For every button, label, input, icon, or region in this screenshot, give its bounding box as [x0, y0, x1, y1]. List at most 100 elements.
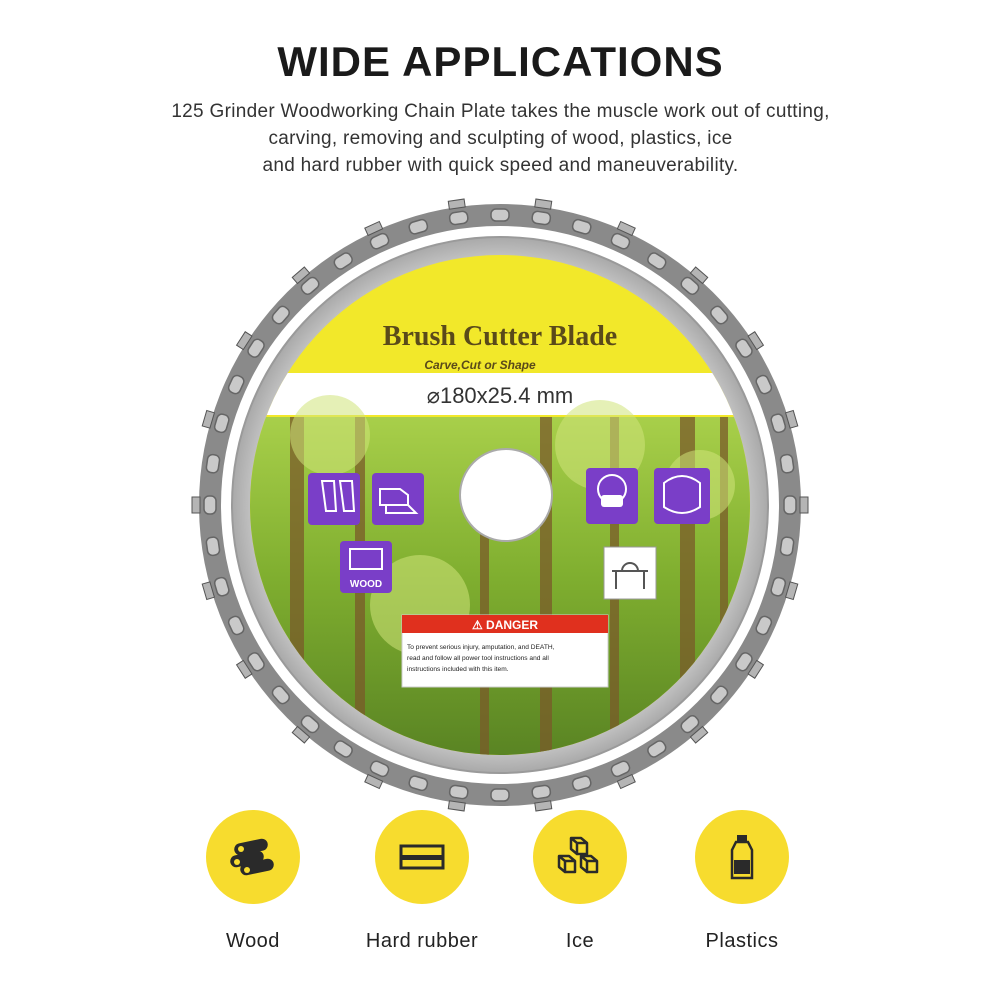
chain-tooth	[534, 800, 553, 812]
chain-link	[271, 305, 290, 325]
chain-tooth	[616, 773, 636, 790]
chain-link	[779, 453, 795, 474]
blade-title: Brush Cutter Blade	[383, 321, 617, 352]
chain-tooth	[747, 331, 765, 351]
description-line: carving, removing and sculpting of wood,…	[268, 128, 733, 149]
chain-tooth	[447, 198, 466, 210]
application-hard-rubber: Hard rubber	[357, 810, 487, 953]
chain-link	[531, 784, 552, 800]
chain-tooth	[191, 496, 201, 514]
description-line: 125 Grinder Woodworking Chain Plate take…	[171, 101, 830, 122]
danger-label: ⚠ DANGER To prevent serious injury, ampu…	[401, 614, 609, 688]
danger-title: ⚠ DANGER	[472, 618, 538, 632]
chain-link	[408, 218, 429, 235]
chain-link	[783, 495, 797, 515]
chain-tooth	[291, 266, 311, 285]
chain-link	[571, 775, 592, 792]
chain-tooth	[447, 800, 466, 812]
chain-link	[531, 210, 552, 226]
chain-tooth	[689, 266, 709, 285]
chain-link	[227, 615, 245, 636]
chain-link	[647, 740, 667, 758]
chain-link	[770, 413, 787, 434]
chain-link	[333, 740, 353, 758]
chain-link	[490, 208, 510, 222]
chain-link	[369, 232, 390, 250]
chain-link	[770, 576, 787, 597]
chain-tooth	[747, 659, 765, 679]
application-label: Wood	[226, 930, 280, 952]
table-saw-icon	[603, 546, 657, 600]
chain-tooth	[291, 725, 311, 744]
chain-link	[779, 536, 795, 557]
chain-link	[213, 576, 230, 597]
chain-link	[755, 374, 773, 395]
blade-image: Brush Cutter Blade Carve,Cut or Shape ⌀1…	[180, 185, 820, 825]
center-hole	[459, 448, 553, 542]
danger-text-line: instructions included with this item.	[407, 666, 509, 673]
chain-link	[227, 374, 245, 395]
chain-tooth	[201, 409, 216, 429]
chain-link	[710, 685, 729, 705]
description: 125 Grinder Woodworking Chain Plate take…	[60, 98, 941, 179]
chain-link	[369, 760, 390, 778]
description-line: and hard rubber with quick speed and man…	[262, 155, 739, 176]
blade-size: ⌀180x25.4 mm	[427, 383, 574, 408]
face-shield-icon	[654, 468, 710, 524]
chain-tooth	[201, 581, 216, 601]
chain-link	[755, 615, 773, 636]
chain-link	[571, 218, 592, 235]
chain-tooth	[784, 409, 799, 429]
chain-link	[448, 784, 469, 800]
chain-link	[680, 715, 700, 734]
chain-link	[213, 413, 230, 434]
wood-badge-icon: WOOD	[340, 541, 392, 593]
chain-link	[300, 715, 320, 734]
chain-link	[408, 775, 429, 792]
chain-tooth	[235, 659, 253, 679]
chain-link	[735, 652, 753, 672]
danger-text-line: To prevent serious injury, amputation, a…	[407, 644, 555, 651]
blade-subtitle: Carve,Cut or Shape	[424, 358, 536, 372]
hard-rubber-circle	[375, 810, 469, 904]
logs-icon	[230, 838, 274, 876]
wood-circle	[206, 810, 300, 904]
application-plastics: Plastics	[677, 810, 807, 953]
plastics-circle	[695, 810, 789, 904]
brush-cutter-blade: Brush Cutter Blade Carve,Cut or Shape ⌀1…	[191, 198, 809, 812]
chain-tooth	[784, 581, 799, 601]
applications-row: Wood Hard rubber Ice	[0, 810, 1001, 970]
danger-text-line: read and follow all power tool instructi…	[407, 655, 549, 662]
chain-link	[247, 338, 265, 358]
application-label: Hard rubber	[365, 930, 479, 952]
chain-link	[205, 453, 221, 474]
chain-link	[203, 495, 217, 515]
chain-link	[300, 276, 320, 295]
gloves-icon	[372, 473, 424, 525]
chain-tooth	[616, 220, 636, 237]
rubber-sheet-icon	[399, 844, 445, 870]
wood-badge-label: WOOD	[350, 579, 382, 590]
chain-link	[205, 536, 221, 557]
ice-cubes-icon	[557, 836, 599, 874]
chain-link	[448, 210, 469, 226]
chain-tooth	[235, 331, 253, 351]
chain-link	[247, 652, 265, 672]
chain-tooth	[364, 220, 384, 237]
application-label: Ice	[565, 930, 595, 952]
boots-icon	[308, 473, 360, 525]
chain-link	[490, 788, 510, 802]
chain-link	[710, 305, 729, 325]
chain-tooth	[534, 198, 553, 210]
chain-tooth	[364, 773, 384, 790]
chain-tooth	[799, 496, 809, 514]
page-title: WIDE APPLICATIONS	[277, 38, 724, 85]
plastic-bottle-icon	[730, 835, 754, 880]
dust-mask-icon	[586, 468, 638, 524]
chain-link	[610, 760, 631, 778]
chain-ring	[191, 198, 809, 812]
chain-link	[333, 252, 353, 270]
chain-link	[647, 252, 667, 270]
application-label: Plastics	[705, 930, 779, 952]
chain-link	[271, 685, 290, 705]
